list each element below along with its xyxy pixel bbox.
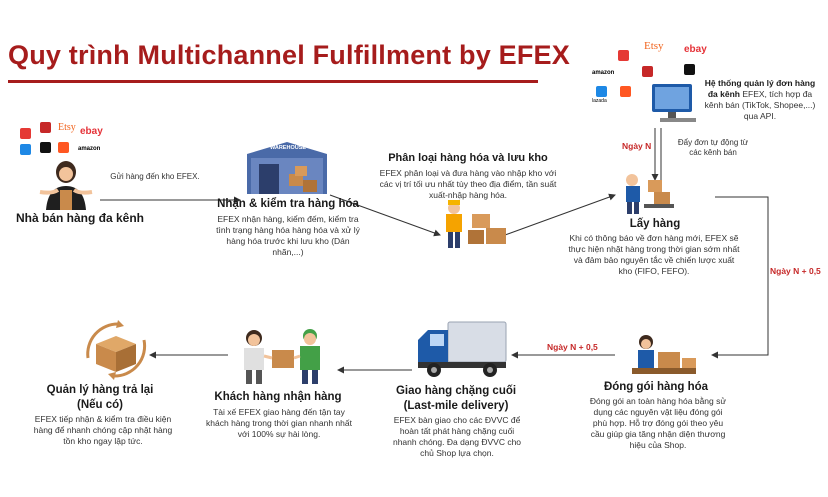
tiktok-icon [684, 64, 695, 75]
lazada-text-right: lazada [592, 98, 607, 104]
sorting-worker-icon [446, 200, 506, 248]
amazon-logo-right: amazon [592, 70, 615, 76]
label-day-n-05-right: Ngày N + 0,5 [770, 266, 821, 276]
receive-desc: EFEX nhận hàng, kiểm đếm, kiểm tra tình … [216, 214, 360, 258]
app-icon-red [20, 128, 31, 139]
title-underline [8, 80, 538, 83]
oms-block: Hệ thống quản lý đơn hàng đa kênh EFEX, … [700, 78, 820, 122]
lastmile-title: Giao hàng chặng cuối [395, 385, 517, 397]
packing-worker-icon [632, 335, 696, 374]
seller-title: Nhà bán hàng đa kênh [15, 211, 144, 225]
picking-worker-icon [626, 174, 674, 214]
pack-desc: Đóng gói an toàn hàng hóa bằng sử dụng c… [589, 396, 727, 451]
seller-person-icon [39, 161, 93, 210]
oms-title: Hệ thống quản lý đơn hàng đa kênh [704, 78, 816, 100]
arrow-sort-to-pick [504, 193, 616, 236]
lazada-icon-right [596, 86, 607, 97]
customer-desc: Tài xế EFEX giao hàng đến tận tay khách … [206, 407, 352, 440]
pick-title: Lấy hàng [629, 218, 681, 230]
delivery-truck-icon [418, 321, 507, 377]
label-day-n-05-bottom: Ngày N + 0,5 [547, 342, 598, 352]
sort-title: Phân loại hàng hóa và lưu kho [388, 152, 548, 164]
shopee-bag-icon [618, 50, 629, 61]
returns-subtitle: (Nếu có) [77, 399, 123, 411]
pack-title: Đóng gói hàng hóa [603, 381, 709, 393]
warehouse-icon [247, 142, 327, 194]
shopee-icon-right [620, 86, 631, 97]
arrow-pick-to-pack [711, 196, 769, 359]
lastmile-desc: EFEX bàn giao cho các ĐVVC để hoàn tất p… [392, 415, 522, 459]
label-day-n: Ngày N [622, 141, 652, 151]
marketplace-logos-right: Etsy ebay amazon lazada [590, 40, 720, 112]
marketplace-logos-left: Etsy ebay amazon [18, 120, 108, 160]
returns-box-icon [86, 320, 147, 380]
ebay-logo-right: ebay [684, 44, 707, 55]
sort-desc: EFEX phân loại và đưa hàng vào nhập kho … [379, 168, 557, 201]
app-icon-lazada-bag [40, 122, 51, 133]
lazada-bag-icon [642, 66, 653, 77]
app-icon-shopee [58, 142, 69, 153]
handover-icon [244, 329, 320, 384]
lastmile-subtitle: (Last-mile delivery) [403, 400, 509, 412]
amazon-logo: amazon [78, 146, 101, 152]
oms-push-note: Đẩy đơn tự động từ các kênh bán [677, 138, 749, 158]
oms-desc: EFEX, tích hợp đa kênh bán (TikTok, Shop… [704, 89, 816, 122]
arrow-receive-to-sort [329, 194, 441, 237]
app-icon-lazada [20, 144, 31, 155]
receive-title: Nhận & kiểm tra hàng hóa [217, 198, 359, 210]
pick-desc: Khi có thông báo về đơn hàng mới, EFEX s… [568, 233, 740, 277]
customer-title: Khách hàng nhận hàng [214, 391, 342, 403]
app-icon-tiktok [40, 142, 51, 153]
computer-icon [652, 84, 696, 122]
returns-title: Quản lý hàng trả lại [46, 384, 154, 396]
page-title: Quy trình Multichannel Fulfillment by EF… [8, 40, 570, 70]
ebay-logo: ebay [80, 126, 103, 137]
returns-desc: EFEX tiếp nhận & kiểm tra điều kiện hàng… [33, 414, 173, 447]
etsy-logo: Etsy [58, 122, 76, 133]
warehouse-sign: WAREHOUSE [269, 145, 307, 151]
seller-note: Gửi hàng đến kho EFEX. [110, 172, 200, 181]
etsy-logo-right: Etsy [644, 40, 664, 52]
